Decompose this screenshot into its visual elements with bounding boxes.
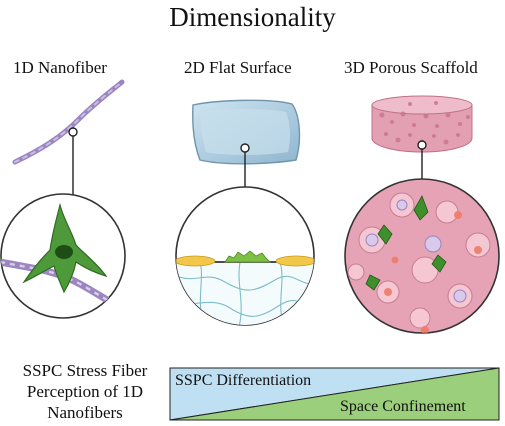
label-space-confinement: Space Confinement <box>340 398 466 415</box>
diagram-title: Dimensionality <box>169 2 336 32</box>
porous-scaffold-icon <box>371 95 473 179</box>
flat-surface-icon <box>192 99 301 187</box>
label-2d-flat-surface: 2D Flat Surface <box>184 58 292 77</box>
porous-scaffold-zoom-circle <box>344 178 500 334</box>
label-1d-nanofiber: 1D Nanofiber <box>13 58 107 77</box>
caption-stress-fiber: SSPC Stress Fiber Perception of 1D Nanof… <box>22 361 148 422</box>
gradient-wedge <box>169 367 500 421</box>
flat-surface-zoom-circle <box>175 186 315 326</box>
nanofiber-zoom-circle <box>0 193 126 319</box>
label-3d-porous-scaffold: 3D Porous Scaffold <box>344 58 478 77</box>
label-sspc-differentiation: SSPC Differentiation <box>175 372 312 389</box>
nanofiber-icon <box>12 79 125 195</box>
